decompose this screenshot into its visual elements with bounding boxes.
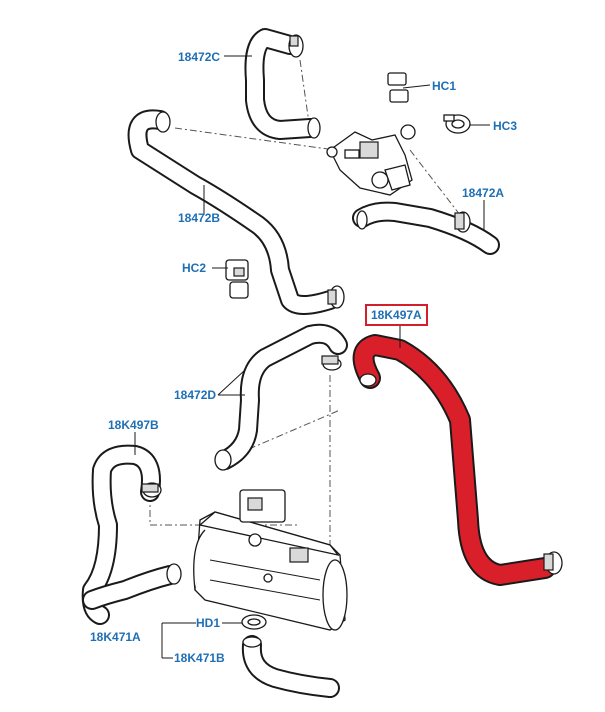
hose-18K497A-highlighted: [352, 334, 563, 586]
callout-HC2: HC2: [182, 261, 207, 275]
clip-HC1: [387, 72, 431, 103]
callout-18472B: 18472B: [178, 211, 221, 225]
callout-18472D: 18472D: [174, 388, 217, 402]
callout-HD1: HD1: [196, 616, 221, 630]
hose-18K471A: [82, 563, 182, 610]
callout-HC1: HC1: [432, 79, 457, 93]
auxiliary-heater-unit: [193, 489, 348, 631]
hose-18472B: [127, 109, 345, 315]
callout-18K471A: 18K471A: [90, 630, 141, 644]
callout-leader-lines: [134, 55, 485, 659]
callout-HC3: HC3: [493, 119, 518, 133]
clip-HC2: [212, 259, 249, 299]
callout-18K497A-highlighted: 18K497A: [365, 304, 428, 326]
hose-18472C: [244, 28, 321, 140]
hose-18472A: [352, 201, 500, 255]
hose-18K471B: [241, 635, 340, 698]
control-valve-assembly: [326, 124, 416, 196]
hose-18472D: [214, 323, 348, 471]
callout-18K471B: 18K471B: [174, 651, 225, 665]
callout-18472A: 18472A: [462, 186, 505, 200]
callout-18K497B: 18K497B: [108, 418, 159, 432]
clamp-HD1: [241, 614, 267, 630]
clip-HC3: [443, 114, 490, 134]
callout-18472C: 18472C: [178, 50, 221, 64]
